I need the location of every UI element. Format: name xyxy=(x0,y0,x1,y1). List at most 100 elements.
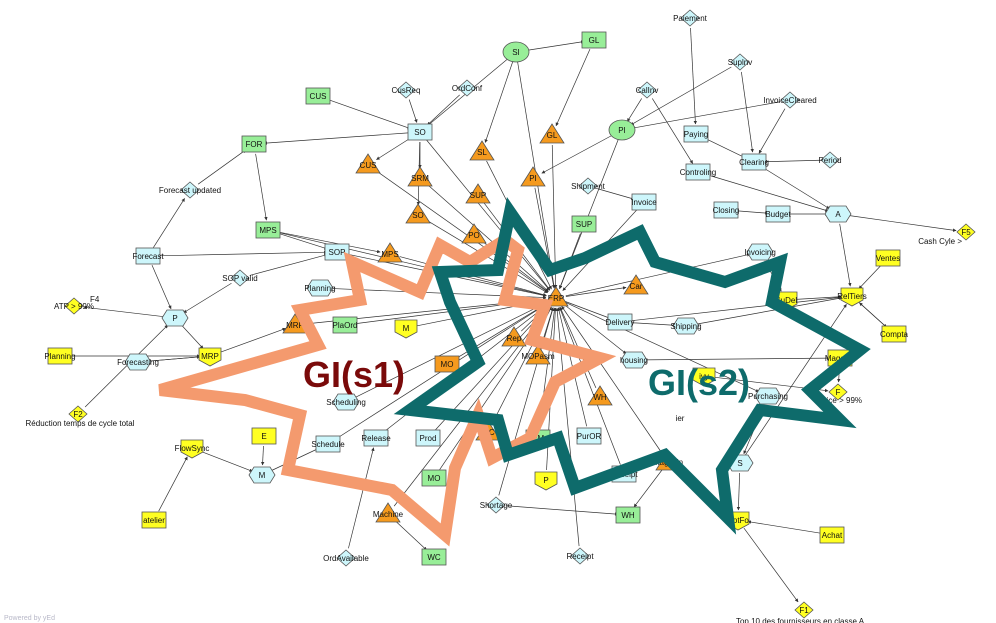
node-paiement[interactable]: Paiement xyxy=(673,9,708,27)
node-e_node[interactable]: E xyxy=(251,427,277,445)
node-po_o[interactable]: PO xyxy=(461,223,487,244)
node-cusreq[interactable]: CusReq xyxy=(392,81,421,99)
node-top10[interactable]: Top 10 des fournisseurs en classe A xyxy=(736,617,865,623)
node-label-rep: Rep xyxy=(507,334,522,343)
node-p_y[interactable]: P xyxy=(534,471,558,491)
burst-s2 xyxy=(393,197,871,535)
node-f5[interactable]: F5 xyxy=(956,223,976,241)
node-reduction[interactable]: Réduction temps de cycle total xyxy=(26,419,135,428)
node-so_top[interactable]: SO xyxy=(407,123,433,141)
node-flowsync[interactable]: FlowSync xyxy=(175,439,210,459)
node-calinv[interactable]: CalInv xyxy=(636,81,659,99)
node-mrp_y[interactable]: MRP xyxy=(198,347,222,367)
node-shape-sl_o xyxy=(469,140,495,161)
node-compta[interactable]: Compta xyxy=(880,325,909,343)
node-cus_g[interactable]: CUS xyxy=(305,87,331,105)
node-label-housing: housing xyxy=(620,356,648,365)
node-ordconf[interactable]: OrdConf xyxy=(452,79,483,97)
node-srm[interactable]: SRM xyxy=(407,166,433,187)
node-housing[interactable]: housing xyxy=(620,351,648,369)
node-f4[interactable]: F4 xyxy=(90,295,100,304)
node-fcupd[interactable]: Forecast updated xyxy=(159,181,221,199)
node-planning_y[interactable]: Planning xyxy=(44,347,76,365)
node-forecasting[interactable]: Forecasting xyxy=(117,353,159,371)
node-mo[interactable]: MO xyxy=(434,355,460,373)
node-invcleared[interactable]: InvoiceCleared xyxy=(763,91,817,109)
node-for_g[interactable]: FOR xyxy=(241,135,267,153)
node-mo_g[interactable]: MO xyxy=(421,469,447,487)
node-m_y[interactable]: M xyxy=(394,319,418,339)
node-so_o[interactable]: SO xyxy=(405,203,431,224)
node-receipt_d[interactable]: Receipt xyxy=(566,547,594,565)
node-label-cashcycle: Cash Cyle > xyxy=(918,237,962,246)
edge-machine-erp xyxy=(393,305,551,507)
node-cashcycle[interactable]: Cash Cyle > xyxy=(918,237,962,246)
node-pi_g[interactable]: PI xyxy=(608,119,636,141)
node-p_hex[interactable]: P xyxy=(161,309,189,327)
node-shipment[interactable]: Shipment xyxy=(571,177,606,195)
node-a_hex[interactable]: A xyxy=(824,205,852,223)
node-purord[interactable]: PurOR xyxy=(576,427,602,445)
node-lvy[interactable]: ivy xyxy=(692,367,716,387)
node-paying[interactable]: Paying xyxy=(683,125,709,143)
node-f2[interactable]: F2 xyxy=(68,405,88,423)
node-machine[interactable]: Machine xyxy=(373,502,404,523)
node-wh_o[interactable]: WH xyxy=(587,385,613,406)
node-f1[interactable]: F1 xyxy=(794,601,814,619)
node-shape-flowsync xyxy=(180,439,204,459)
node-controling[interactable]: Controling xyxy=(680,163,716,181)
node-prod[interactable]: Prod xyxy=(415,429,441,447)
node-label-prod: Prod xyxy=(420,434,437,443)
node-service[interactable]: ervice > 99% xyxy=(816,396,862,405)
node-ordavail[interactable]: OrdAvailable xyxy=(323,549,369,567)
edge-so_top-erp xyxy=(426,139,550,291)
node-wh_g[interactable]: WH xyxy=(615,506,641,524)
node-planning_h[interactable]: Planning xyxy=(304,279,336,297)
node-clearing[interactable]: Clearing xyxy=(739,153,769,171)
node-wc_g[interactable]: WC xyxy=(421,548,447,566)
node-budget[interactable]: Budget xyxy=(765,205,791,223)
node-sop[interactable]: SOP xyxy=(324,243,350,261)
edge-gl_top-gl_o xyxy=(555,49,591,127)
node-m_hex[interactable]: M xyxy=(248,466,276,484)
node-invoicing[interactable]: Invoicing xyxy=(744,243,776,261)
node-atp[interactable]: ATP > 99% xyxy=(54,297,94,315)
node-shape-mps_o xyxy=(377,242,403,263)
node-atelier[interactable]: atelier xyxy=(141,511,167,529)
node-f_serv[interactable]: F xyxy=(828,383,848,401)
node-release[interactable]: Release xyxy=(361,429,391,447)
node-ier[interactable]: ier xyxy=(676,414,685,423)
node-purchasing[interactable]: Purchasing xyxy=(748,387,788,405)
node-cus_o[interactable]: CUS xyxy=(355,153,381,174)
node-closing[interactable]: Closing xyxy=(713,201,740,219)
node-rep[interactable]: Rep xyxy=(501,326,527,347)
node-mps_o[interactable]: MPS xyxy=(377,242,403,263)
node-shape-gl_top xyxy=(581,31,607,49)
node-sl_o[interactable]: SL xyxy=(469,140,495,161)
node-forecast[interactable]: Forecast xyxy=(132,247,164,265)
node-shortage[interactable]: Shortage xyxy=(480,496,513,514)
node-delivery[interactable]: Delivery xyxy=(606,313,635,331)
node-scheduling[interactable]: Scheduling xyxy=(326,393,366,411)
node-shipping[interactable]: Shipping xyxy=(670,317,702,335)
node-achat[interactable]: Achat xyxy=(819,526,845,544)
node-suplnv[interactable]: Suplnv xyxy=(728,53,752,71)
node-label-wh_g: WH xyxy=(621,511,635,520)
node-schedule[interactable]: Schedule xyxy=(311,435,345,453)
node-pi_o[interactable]: PI xyxy=(520,166,546,187)
node-gl_o[interactable]: GL xyxy=(539,123,565,144)
node-label-mps: MPS xyxy=(259,226,276,235)
node-reltiers[interactable]: RelTiers xyxy=(837,287,867,307)
node-gl_top[interactable]: GL xyxy=(581,31,607,49)
node-sup_g[interactable]: SUP xyxy=(571,215,597,233)
node-ventes[interactable]: Ventes xyxy=(875,249,901,267)
node-plaord[interactable]: PlaOrd xyxy=(333,316,358,334)
node-mps[interactable]: MPS xyxy=(255,221,281,239)
node-sup_o[interactable]: SUP xyxy=(465,183,491,204)
node-invoice[interactable]: Invoice xyxy=(631,193,657,211)
node-car[interactable]: Car xyxy=(623,274,649,295)
node-mopasm[interactable]: MOPasm xyxy=(521,344,555,365)
node-period[interactable]: Period xyxy=(818,151,842,169)
node-sopvalid[interactable]: SOP valid xyxy=(222,269,258,287)
node-si[interactable]: SI xyxy=(502,41,530,63)
